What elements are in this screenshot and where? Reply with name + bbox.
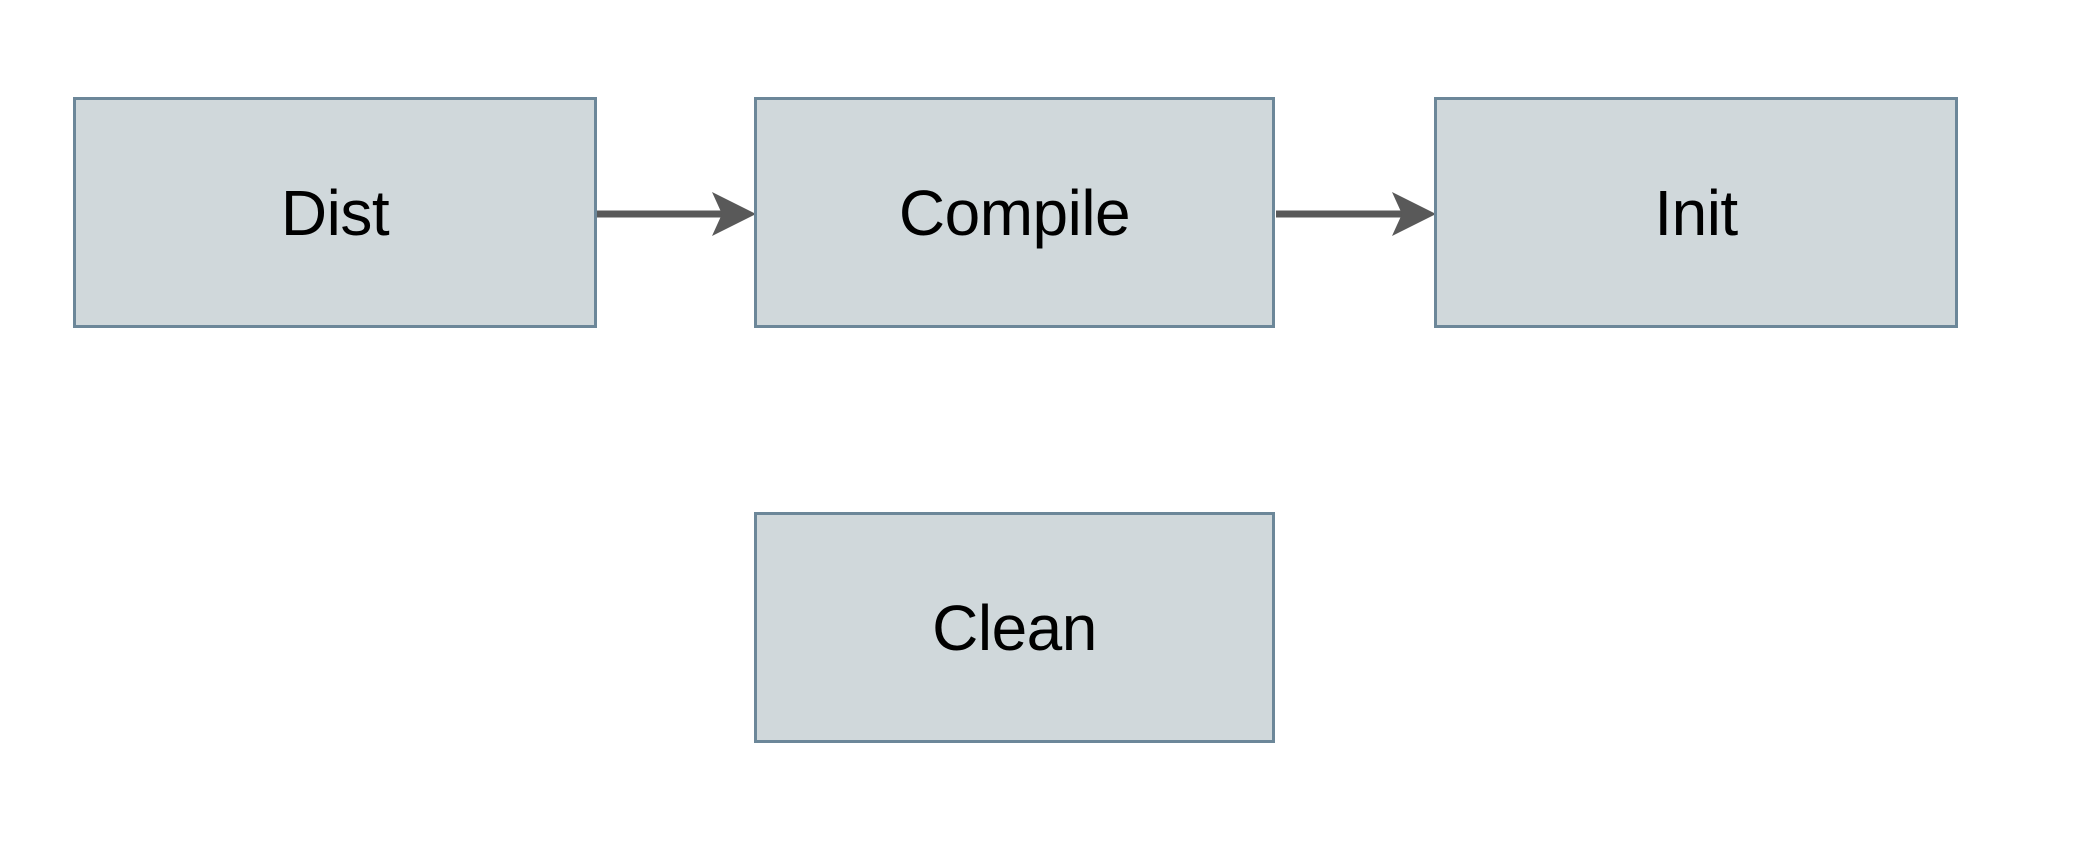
edge-compile-to-init[interactable]: [1276, 192, 1436, 236]
node-clean-label: Clean: [932, 591, 1097, 664]
node-dist-label: Dist: [280, 176, 390, 249]
node-compile[interactable]: Compile: [754, 97, 1275, 328]
edge-compile-to-init-arrowhead: [1392, 192, 1436, 236]
node-dist[interactable]: Dist: [73, 97, 597, 328]
node-init-label: Init: [1654, 176, 1738, 249]
node-clean[interactable]: Clean: [754, 512, 1275, 743]
node-init[interactable]: Init: [1434, 97, 1958, 328]
edge-dist-to-compile[interactable]: [597, 192, 756, 236]
edge-dist-to-compile-arrowhead: [712, 192, 756, 236]
node-compile-label: Compile: [898, 176, 1131, 249]
